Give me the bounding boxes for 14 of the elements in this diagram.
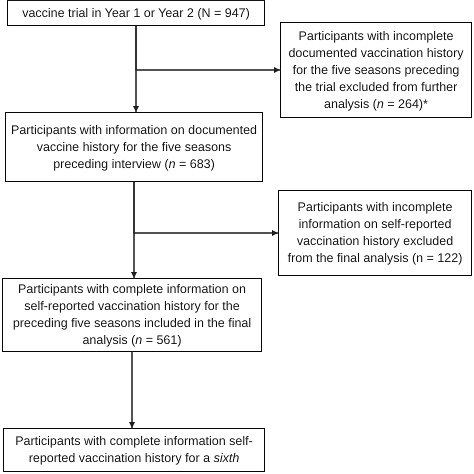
process-box: [278, 190, 472, 276]
box-text: Participants with incomplete information on self-reported vaccination history excluded from the final analysis (n = 122): [286, 199, 464, 267]
box-text: Participants with information on documented vaccine history for the five seasons preceding interview (n = 683): [10, 122, 258, 172]
process-box: [3, 428, 265, 472]
process-box: [5, 112, 263, 182]
box-text: vaccine trial in Year 1 or Year 2 (N = 947): [22, 4, 250, 22]
arrow: [135, 26, 280, 73]
box-text: Participants with incomplete documented vaccination history for the five seasons preceding the trial excluded from further analysis (n = 264)*: [287, 28, 465, 112]
process-box: [280, 22, 472, 118]
box-text: Participants with complete information self-reported vaccination history for a sixth: [14, 433, 254, 467]
process-box: [7, 0, 265, 26]
arrow: [129, 352, 135, 428]
box-text: Participants with complete information on self-reported vaccination history for the preceding five seasons included in the final analysis (n = 561): [12, 281, 252, 349]
arrow: [133, 182, 278, 236]
